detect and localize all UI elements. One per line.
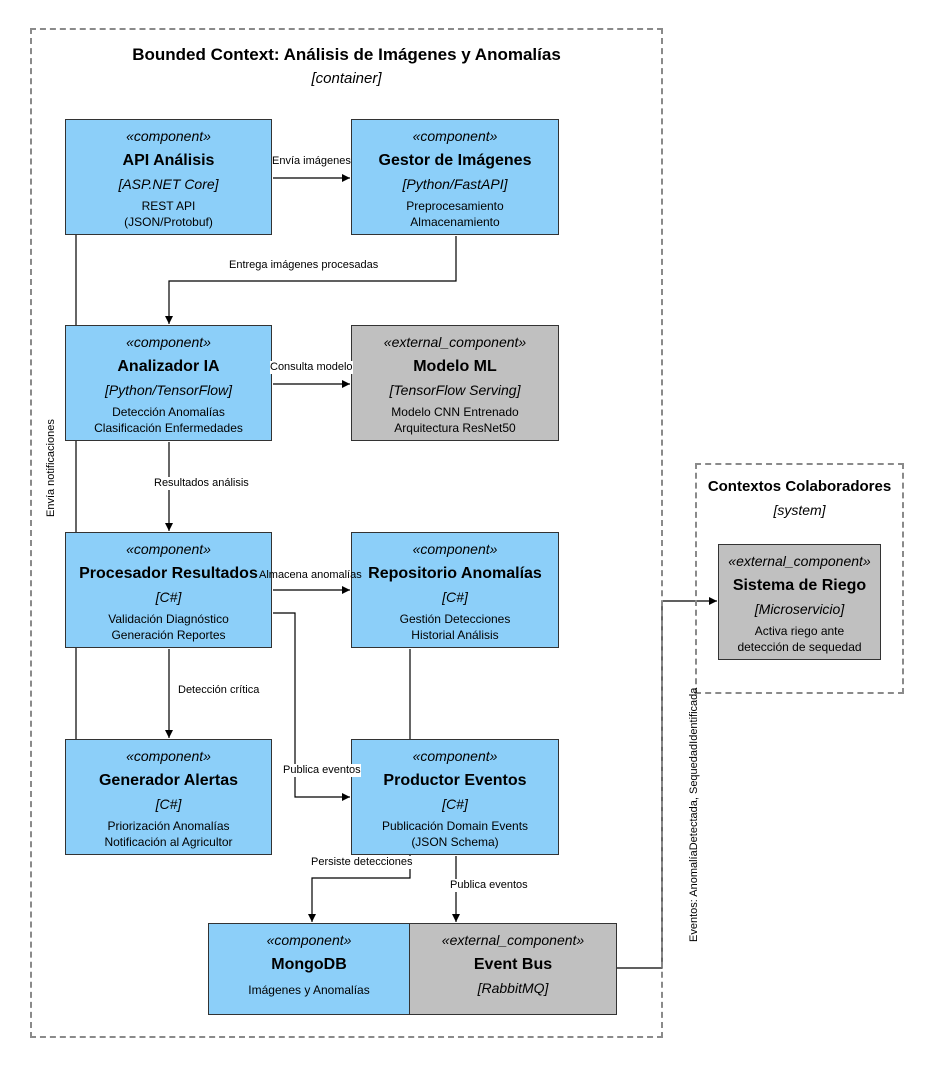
bounded-context-title: Bounded Context: Análisis de Imágenes y … (132, 45, 561, 64)
stereotype: «external_component» (728, 553, 871, 569)
collaborators-title: Contextos Colaboradores (707, 478, 892, 495)
component-desc: Validación Diagnóstico (108, 612, 229, 626)
component-name: MongoDB (271, 956, 347, 973)
stereotype: «component» (266, 932, 352, 948)
label-almacena-anomalias: Almacena anomalías (259, 569, 362, 581)
component-desc: Preprocesamiento (406, 199, 504, 213)
component-name: Repositorio Anomalías (368, 565, 542, 582)
component-desc: Clasificación Enfermedades (94, 421, 243, 435)
component-name: Modelo ML (413, 358, 497, 375)
label-publica-eventos-1: Publica eventos (283, 764, 361, 777)
component-tech: [ASP.NET Core] (118, 176, 219, 192)
component-desc: Generación Reportes (111, 628, 226, 642)
component-desc: detección de sequedad (737, 640, 862, 654)
component-name: API Análisis (122, 152, 215, 169)
component-tech: [C#] (442, 796, 468, 812)
component-name: Procesador Resultados (79, 565, 258, 582)
component-tech: [Microservicio] (754, 601, 845, 617)
stereotype: «component» (412, 748, 498, 764)
label-eventos-riego: Eventos: AnomalíaDetectada, SequedadIden… (688, 687, 700, 942)
label-consulta-modelo: Consulta modelo (270, 361, 353, 374)
component-name: Gestor de Imágenes (378, 152, 532, 169)
component-desc: Activa riego ante (754, 624, 845, 638)
component-desc: Imágenes y Anomalías (248, 983, 370, 997)
component-desc: (JSON Schema) (411, 835, 499, 849)
collaborators-boundary (695, 463, 904, 694)
component-desc: Gestión Detecciones (399, 612, 511, 626)
component-name: Sistema de Riego (732, 577, 867, 594)
event-bus-external-component: «external_component» Event Bus [RabbitMQ… (409, 923, 617, 1015)
component-tech: [C#] (442, 589, 468, 605)
component-desc: Priorización Anomalías (107, 819, 230, 833)
edge-publica-eventos-1 (273, 612, 350, 801)
generador-alertas-component: «component» Generador Alertas [C#] Prior… (65, 739, 272, 855)
modelo-ml-external-component: «external_component» Modelo ML [TensorFl… (351, 325, 559, 441)
component-desc: REST API (141, 199, 196, 213)
component-tech: [Python/TensorFlow] (104, 382, 233, 398)
gestor-imagenes-component: «component» Gestor de Imágenes [Python/F… (351, 119, 559, 235)
edge-entrega-procesadas (165, 236, 457, 324)
component-tech: [C#] (155, 796, 182, 812)
stereotype: «component» (126, 334, 211, 350)
stereotype: «component» (412, 128, 498, 144)
component-desc: Notificación al Agricultor (104, 835, 233, 849)
sistema-riego-external-component: «external_component» Sistema de Riego [M… (718, 544, 881, 660)
api-analisis-component: «component» API Análisis [ASP.NET Core] … (65, 119, 272, 235)
component-tech: [C#] (155, 589, 182, 605)
stereotype: «component» (412, 541, 498, 557)
component-desc: (JSON/Protobuf) (124, 215, 213, 229)
analizador-ia-component: «component» Analizador IA [Python/Tensor… (65, 325, 272, 441)
collaborators-type: [system] (773, 502, 826, 518)
label-persiste-detecciones: Persiste detecciones (311, 856, 413, 869)
component-name: Productor Eventos (383, 772, 527, 789)
label-resultados-analisis: Resultados análisis (154, 477, 249, 490)
component-tech: [Python/FastAPI] (402, 176, 508, 192)
label-envia-imagenes: Envía imágenes (272, 155, 351, 168)
component-desc: Detección Anomalías (112, 405, 225, 419)
component-desc: Almacenamiento (410, 215, 500, 229)
component-desc: Historial Análisis (411, 628, 499, 642)
label-entrega-procesadas: Entrega imágenes procesadas (229, 259, 379, 272)
component-tech: [TensorFlow Serving] (389, 382, 521, 398)
label-publica-eventos-2: Publica eventos (450, 879, 528, 892)
productor-eventos-component: «component» Productor Eventos [C#] Publi… (351, 739, 559, 855)
component-desc: Arquitectura ResNet50 (394, 421, 516, 435)
component-desc: Publicación Domain Events (381, 819, 529, 833)
mongodb-component: «component» MongoDB Imágenes y Anomalías (208, 923, 410, 1015)
bounded-context-type: [container] (311, 70, 382, 87)
label-deteccion-critica: Detección crítica (178, 684, 260, 697)
component-name: Event Bus (473, 956, 553, 973)
repositorio-anomalias-component: «component» Repositorio Anomalías [C#] G… (351, 532, 559, 648)
procesador-resultados-component: «component» Procesador Resultados [C#] V… (65, 532, 272, 648)
component-name: Analizador IA (117, 358, 220, 375)
stereotype: «component» (126, 541, 211, 557)
stereotype: «external_component» (383, 334, 527, 350)
stereotype: «component» (126, 748, 211, 764)
label-envia-notificaciones: Envía notificaciones (45, 419, 57, 517)
component-desc: Modelo CNN Entrenado (391, 405, 519, 419)
bounded-context-boundary (30, 28, 663, 1038)
component-tech: [RabbitMQ] (477, 980, 549, 996)
stereotype: «external_component» (441, 932, 585, 948)
component-name: Generador Alertas (98, 772, 238, 789)
stereotype: «component» (126, 128, 211, 144)
